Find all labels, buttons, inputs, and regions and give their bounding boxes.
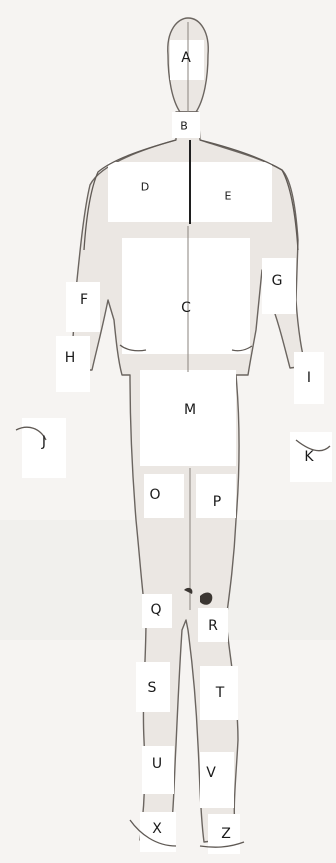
region-label-h: H (65, 351, 76, 365)
region-label-f: F (80, 293, 88, 307)
region-label-i: I (307, 371, 311, 385)
region-label-g: G (272, 274, 283, 288)
region-label-z: Z (221, 827, 231, 841)
region-label-s: S (148, 681, 157, 695)
region-label-j: J (42, 435, 46, 449)
region-label-x: X (152, 822, 162, 836)
region-label-o: O (149, 488, 160, 502)
region-label-m: M (184, 403, 196, 417)
region-label-c: C (181, 301, 191, 315)
region-label-a: A (181, 51, 191, 65)
region-label-p: P (213, 495, 221, 509)
region-label-d: D (141, 182, 149, 193)
region-label-q: Q (150, 603, 161, 617)
region-label-e: E (225, 191, 232, 202)
region-label-r: R (208, 619, 218, 633)
region-label-k: K (304, 450, 313, 464)
region-label-v: V (206, 766, 216, 780)
region-label-t: T (216, 686, 225, 700)
region-label-b: B (180, 121, 188, 132)
region-label-u: U (152, 757, 162, 771)
